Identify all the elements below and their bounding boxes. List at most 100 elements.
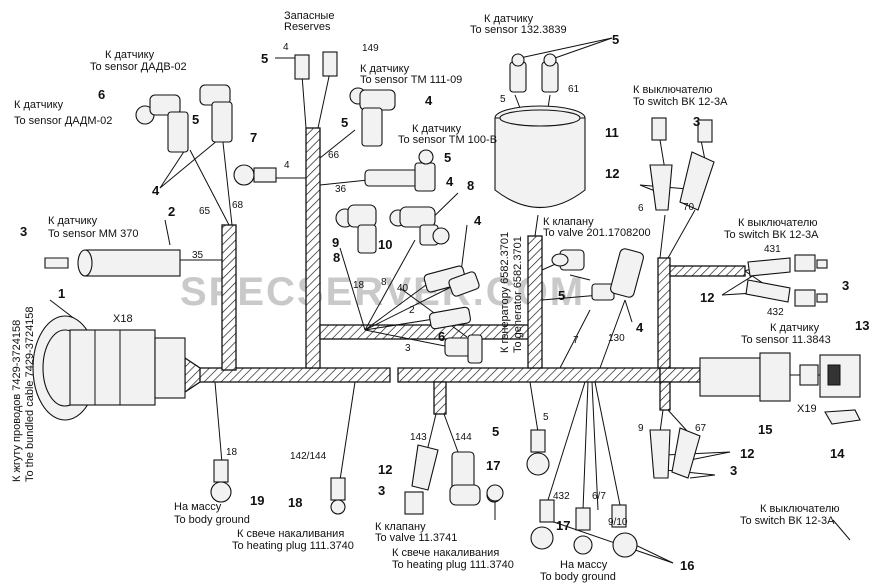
label-sensor-mm370-ru: К датчику xyxy=(48,215,98,227)
callout-number: 12 xyxy=(740,446,754,461)
label-valve-201-en: To valve 201.1708200 xyxy=(543,227,651,239)
label-heating-mid-en: To heating plug 111.3740 xyxy=(392,559,514,571)
label-sensor-dadm-en: To sensor ДАДМ-02 xyxy=(14,115,112,127)
callout-number: 1 xyxy=(58,286,65,301)
sensor-tm100 xyxy=(364,149,436,192)
reserves-connectors xyxy=(294,51,338,80)
sensor-tm111 xyxy=(349,87,396,147)
callout-number: 12 xyxy=(378,462,392,477)
callout-number: 5 xyxy=(492,424,499,439)
label-reserves-en: Reserves xyxy=(284,21,331,33)
ground-ring-left xyxy=(210,459,232,503)
wire-number: 9 xyxy=(638,423,644,434)
labels: Запасные Reserves К датчику To sensor 13… xyxy=(11,10,840,583)
label-sensor-dadv-ru: К датчику xyxy=(105,49,155,61)
wire-number: 130 xyxy=(608,333,625,344)
label-sensor-tm111-en: To sensor ТМ 111-09 xyxy=(360,74,462,86)
callout-number: 17 xyxy=(556,518,570,533)
ring-7 xyxy=(233,164,277,186)
wire-number: 9/10 xyxy=(608,517,628,528)
label-reserves-ru: Запасные xyxy=(284,10,334,22)
label-heating-left-ru: К свече накаливания xyxy=(237,528,344,540)
ring-5-bottom xyxy=(526,429,550,476)
wire-number: 40 xyxy=(397,283,409,294)
label-sensor-tm100-en: To sensor ТМ 100-В xyxy=(398,134,497,146)
wire-number: 18 xyxy=(226,447,238,458)
ground-rings-bottom xyxy=(530,499,638,558)
callout-number: 6 xyxy=(98,87,105,102)
valve-201-parts xyxy=(551,248,644,301)
label-switch-mid-ru: К выключателю xyxy=(738,217,818,229)
label-valve-11-ru: К клапану xyxy=(375,521,426,533)
wire-number: 6/7 xyxy=(592,491,606,502)
wire-number: 8 xyxy=(381,277,387,288)
label-heating-mid-ru: К свече накаливания xyxy=(392,547,499,559)
wire-number: 4 xyxy=(284,160,290,171)
wire-number: 431 xyxy=(764,244,781,255)
callout-number: 12 xyxy=(605,166,619,181)
callout-numbers: 1 2 3 3 3 3 3 4 4 4 4 4 5 5 5 5 5 5 5 6 … xyxy=(20,32,869,573)
wire-number: 432 xyxy=(767,307,784,318)
switch-top-connectors xyxy=(649,117,715,211)
switch-bottom-connectors xyxy=(649,427,701,479)
label-cable-en: To the bundled cable 7429-3724158 xyxy=(24,306,36,482)
wire-number: 70 xyxy=(683,202,695,213)
callout-number: 18 xyxy=(288,495,302,510)
callout-number: 16 xyxy=(680,558,694,573)
wire-number: 432 xyxy=(553,491,570,502)
switch-right-connectors xyxy=(745,254,828,307)
branch-reserves xyxy=(305,127,321,369)
connector-14 xyxy=(824,409,861,425)
callout-number: 11 xyxy=(605,125,619,140)
trunk-taper xyxy=(184,356,201,394)
label-sensor-132-en: To sensor 132.3839 xyxy=(470,24,567,36)
callout-number: 13 xyxy=(855,318,869,333)
sensor-11-connectors xyxy=(699,352,861,402)
branch-switch xyxy=(669,265,746,277)
callout-number: 5 xyxy=(612,32,619,47)
label-switch-bottom-en: To switch ВК 12-3А xyxy=(740,515,835,527)
label-generator-ru: К генератору 6582.3701 xyxy=(499,232,511,353)
callout-number: 6 xyxy=(438,329,445,344)
callout-number: 12 xyxy=(700,290,714,305)
callout-number: 3 xyxy=(378,483,385,498)
harness-trunks xyxy=(184,127,746,415)
trunk-main-end xyxy=(659,367,701,383)
callout-number: 4 xyxy=(446,174,454,189)
label-sensor-dadm-ru: К датчику xyxy=(14,99,64,111)
wire-number: 144 xyxy=(455,432,472,443)
wire-number: 142/144 xyxy=(290,451,327,462)
label-ground-bottom-ru: На массу xyxy=(560,559,608,571)
sensor-group-8-9-10 xyxy=(335,204,450,254)
wire-number: 68 xyxy=(232,200,244,211)
label-valve-11-en: To valve 11.3741 xyxy=(375,532,457,544)
label-sensor-dadv-en: To sensor ДАДВ-02 xyxy=(90,61,187,73)
callout-number: 14 xyxy=(830,446,845,461)
label-ground-left-ru: На массу xyxy=(174,501,222,513)
callout-number: 5 xyxy=(341,115,348,130)
label-generator-en: To generator 6582.3701 xyxy=(512,236,524,353)
valve-11-connectors xyxy=(404,444,502,515)
label-sensor-mm370-en: To sensor ММ 370 xyxy=(48,228,138,240)
callout-number: 3 xyxy=(20,224,27,239)
label-sensor-132-ru: К датчику xyxy=(484,13,534,25)
callout-number: 9 xyxy=(332,235,339,250)
wire-numbers: 4 149 5 61 66 4 36 65 68 35 18 8 40 2 3 … xyxy=(192,42,784,528)
wire-number: 35 xyxy=(192,250,204,261)
wire-number: 149 xyxy=(362,43,379,54)
wire-number: 66 xyxy=(328,150,340,161)
wire-number: 18 xyxy=(353,280,365,291)
label-switch-top-en: To switch ВК 12-3А xyxy=(633,96,728,108)
label-switch-bottom-ru: К выключателю xyxy=(760,503,840,515)
label-cable-ru: К жгуту проводов 7429-3724158 xyxy=(11,320,23,482)
callout-number: 5 xyxy=(192,112,199,127)
callout-number: 5 xyxy=(558,288,565,303)
branch-lower-mid xyxy=(433,381,447,415)
wire-number: 61 xyxy=(568,84,580,95)
label-sensor-tm100-ru: К датчику xyxy=(412,123,462,135)
wire-number: 36 xyxy=(335,184,347,195)
branch-right xyxy=(657,257,671,369)
label-sensor-11-ru: К датчику xyxy=(770,322,820,334)
callout-number: 10 xyxy=(378,237,392,252)
